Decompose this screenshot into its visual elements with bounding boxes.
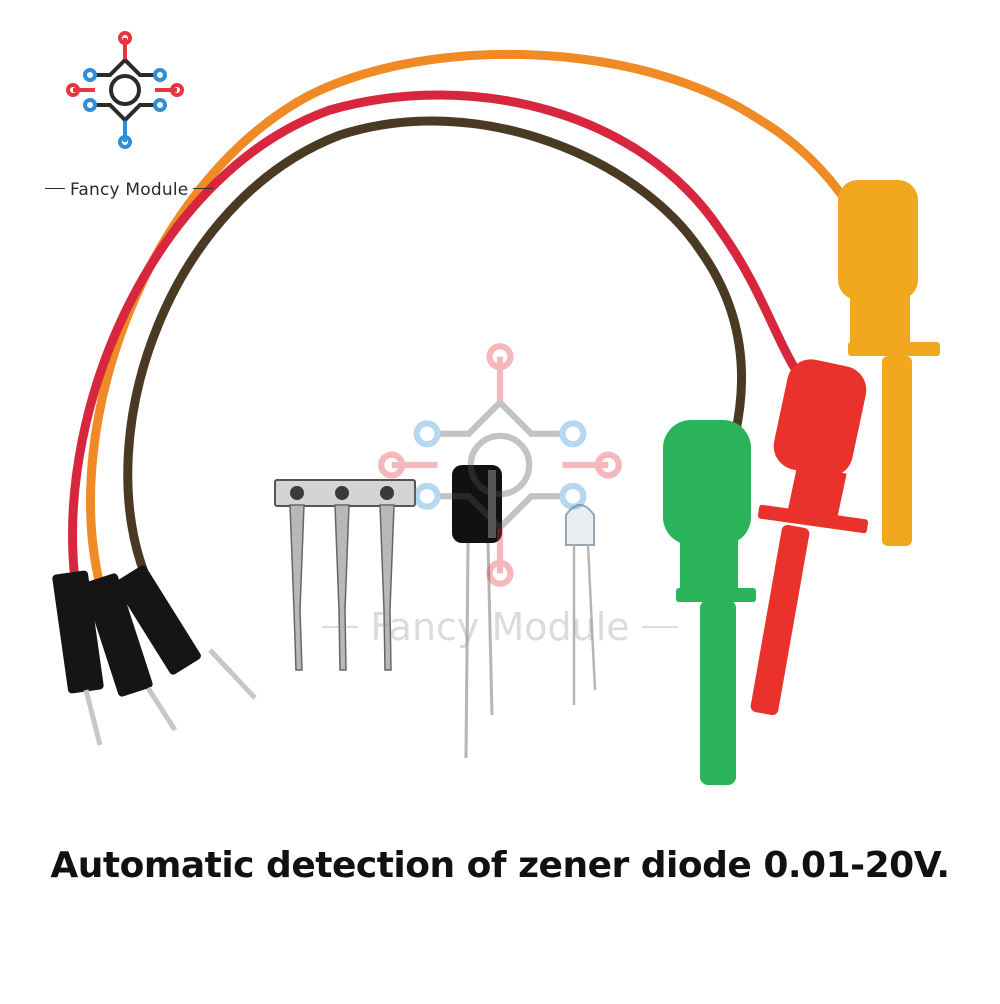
green-test-hook [663, 420, 756, 785]
brand-name: Fancy Module [40, 180, 210, 200]
watermark: Fancy Module [310, 340, 690, 670]
watermark-circuit-icon [378, 343, 622, 587]
electrolytic-capacitor [452, 465, 502, 759]
brown-wire [123, 116, 746, 580]
dupont-pin-2 [83, 573, 178, 732]
dupont-pin-3 [115, 565, 257, 700]
red-wire [68, 90, 820, 585]
orange-wire [86, 49, 860, 590]
brand-mark: Fancy Module [40, 30, 210, 200]
watermark-text: Fancy Module [310, 605, 690, 649]
circuit-logo-icon [66, 31, 184, 149]
yellow-test-hook [838, 180, 940, 546]
product-caption: Automatic detection of zener diode 0.01-… [50, 845, 950, 886]
red-test-hook [750, 359, 869, 716]
